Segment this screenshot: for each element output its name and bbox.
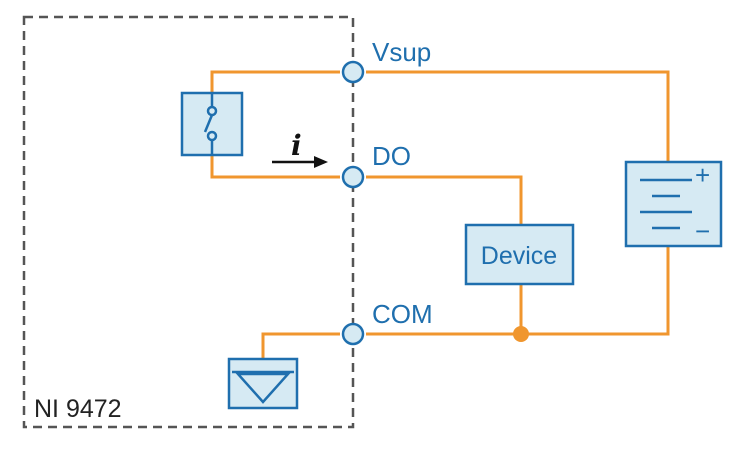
- wire-do-internal: [210, 155, 340, 179]
- junction-dot: [513, 326, 529, 342]
- device-box: [464, 223, 575, 286]
- module-boundary: [22, 15, 355, 429]
- supply-plus-sign: +: [695, 160, 710, 190]
- terminal-label-do: DO: [372, 141, 411, 171]
- current-arrow: [272, 156, 328, 168]
- supply-minus-sign: −: [695, 216, 710, 246]
- wires: [210, 70, 670, 359]
- module-label: NI 9472: [34, 395, 122, 423]
- terminal-com: [341, 322, 365, 346]
- wire-supply-to-com: [366, 246, 670, 336]
- terminal-label-com: COM: [372, 299, 433, 329]
- terminal-label-vsup: Vsup: [372, 37, 431, 67]
- current-label: i: [291, 129, 302, 162]
- device-label: Device: [481, 242, 557, 270]
- terminal-vsup: [341, 60, 365, 84]
- wire-vsup-to-supply: [366, 70, 670, 162]
- power-supply: [624, 160, 723, 248]
- wire-do-to-device: [366, 175, 523, 225]
- terminal-do: [341, 165, 365, 189]
- switch-component: [180, 91, 244, 157]
- ground-block: [227, 357, 299, 410]
- wire-vsup-internal: [210, 70, 340, 93]
- wire-com-to-ground: [261, 332, 340, 359]
